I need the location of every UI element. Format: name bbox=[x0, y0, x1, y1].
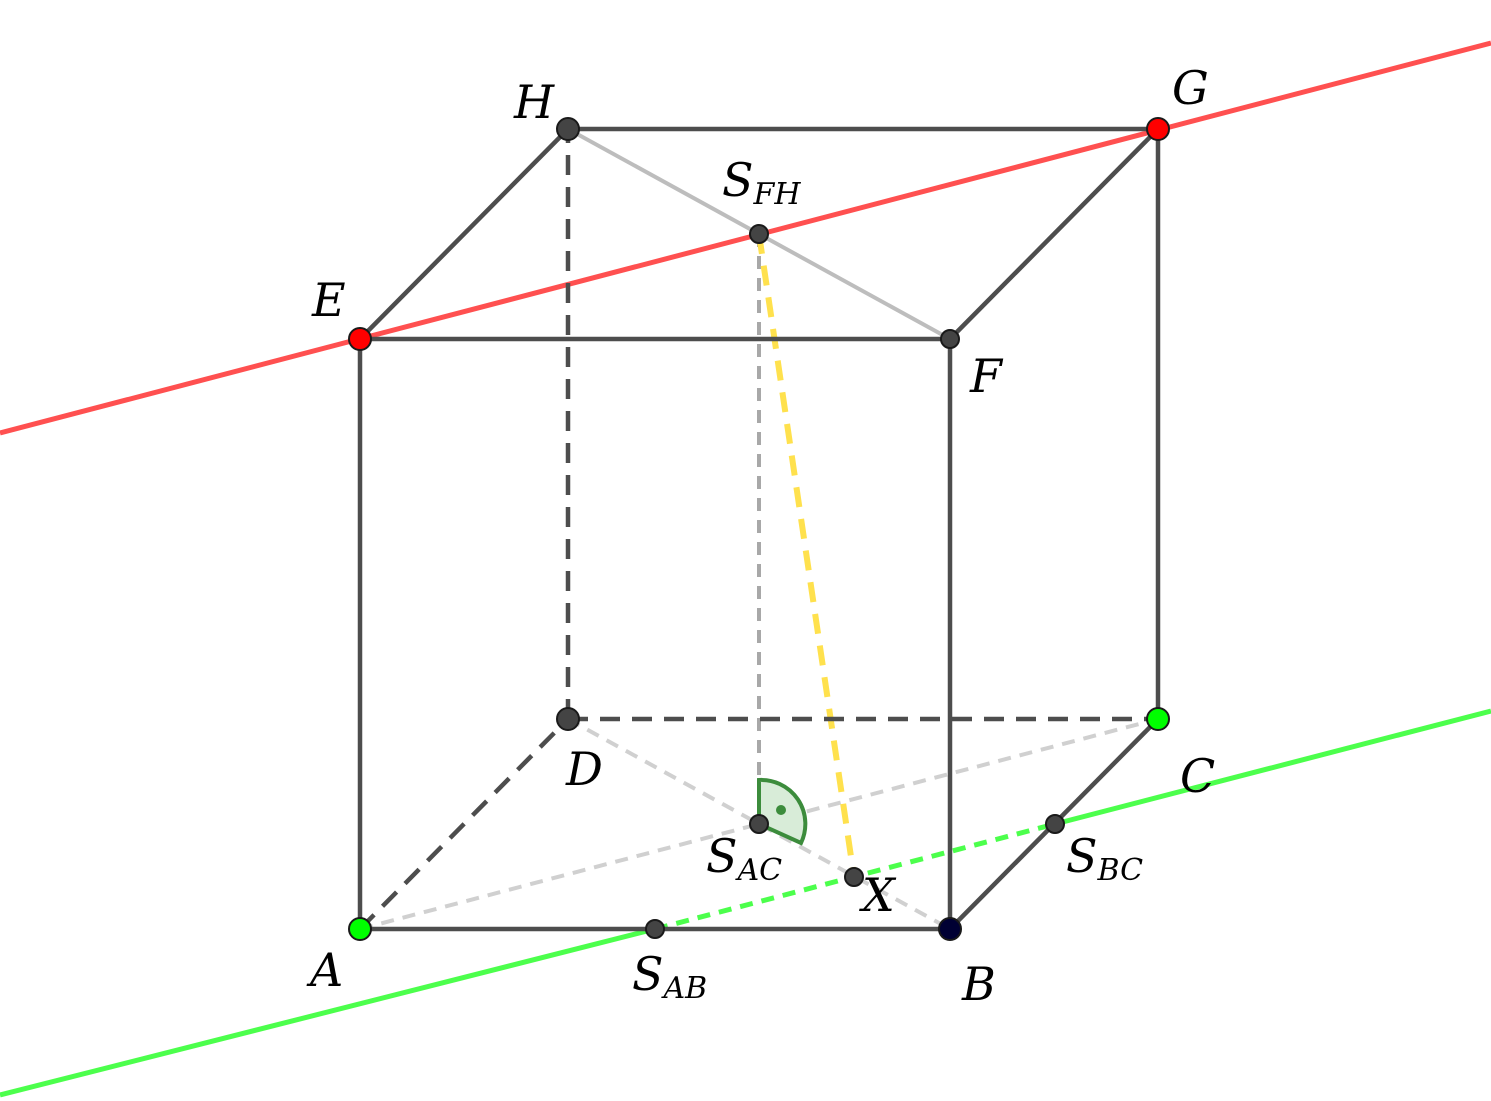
point-S-FH[interactable] bbox=[749, 224, 769, 244]
label-F: F bbox=[969, 349, 1004, 403]
point-S-AB[interactable] bbox=[645, 919, 665, 939]
point-X[interactable] bbox=[844, 867, 864, 887]
point-B[interactable] bbox=[938, 917, 962, 941]
point-C[interactable] bbox=[1146, 707, 1170, 731]
point-A[interactable] bbox=[348, 917, 372, 941]
edge-FG bbox=[948, 127, 1160, 341]
right-angle-dot bbox=[776, 805, 786, 815]
edge-HE bbox=[358, 127, 570, 341]
point-H[interactable] bbox=[556, 117, 580, 141]
label-A: A bbox=[306, 943, 343, 997]
label-S-FH: SFH bbox=[722, 153, 801, 212]
label-D: D bbox=[565, 742, 603, 796]
point-D[interactable] bbox=[556, 707, 580, 731]
label-G: G bbox=[1172, 61, 1209, 115]
line-EG bbox=[0, 40, 1491, 436]
point-F[interactable] bbox=[940, 329, 960, 349]
label-S-AB: SAB bbox=[632, 947, 707, 1006]
label-B: B bbox=[961, 957, 996, 1011]
diagonal-BD bbox=[567, 717, 951, 931]
line-SAB-SBC-right bbox=[1054, 708, 1491, 827]
label-C: C bbox=[1180, 749, 1215, 803]
edge-AD bbox=[358, 717, 570, 931]
label-S-BC: SBC bbox=[1066, 829, 1143, 888]
diagonal-AC bbox=[359, 717, 1159, 931]
point-S-BC[interactable] bbox=[1045, 814, 1065, 834]
line-SAB-SBC-left bbox=[0, 926, 656, 1098]
label-H: H bbox=[513, 75, 555, 129]
point-G[interactable] bbox=[1146, 117, 1170, 141]
label-S-AC: SAC bbox=[706, 829, 782, 888]
label-X: X bbox=[859, 868, 897, 922]
point-S-AC[interactable] bbox=[749, 814, 769, 834]
point-E[interactable] bbox=[348, 327, 372, 351]
label-E: E bbox=[311, 273, 346, 327]
